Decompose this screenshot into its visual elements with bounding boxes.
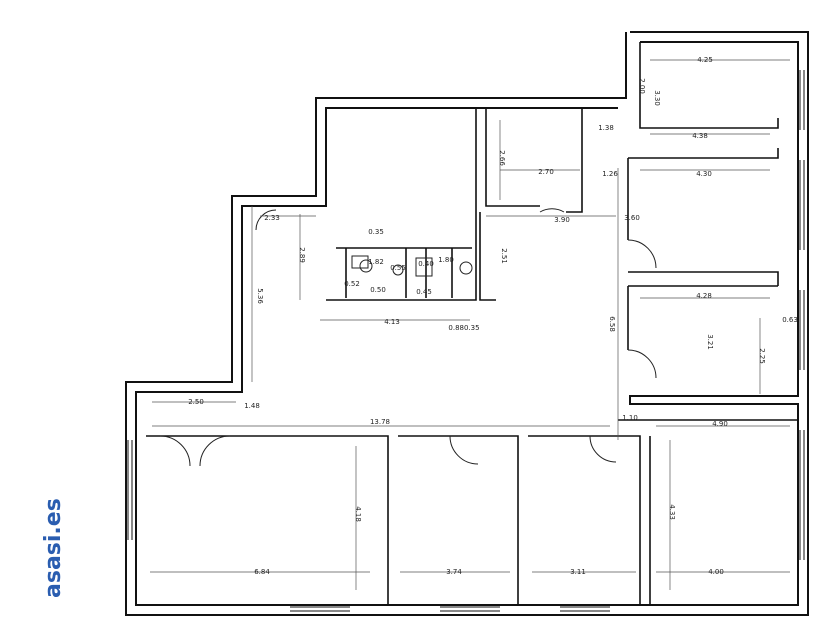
dimension-label: 1.10 (622, 414, 638, 422)
dimension-label: 4.13 (384, 318, 400, 326)
dimension-label: 2.89 (298, 247, 306, 263)
dimension-label: 6.58 (608, 316, 616, 332)
dimension-label: 4.38 (692, 132, 708, 140)
inner-wall (135, 41, 799, 606)
dimension-label: 13.78 (370, 418, 390, 426)
dimension-label: 3.90 (554, 216, 570, 224)
windows (127, 70, 805, 612)
outer-wall (125, 31, 809, 616)
dimension-label: 2.25 (758, 348, 766, 364)
dimension-label: 4.30 (696, 170, 712, 178)
dimension-label: 0.52 (344, 280, 360, 288)
dimension-label: 0.45 (416, 288, 432, 296)
dimension-label: 4.00 (708, 568, 724, 576)
dimension-label: 3.60 (624, 214, 640, 222)
dimension-label: 2.66 (498, 150, 506, 166)
dimension-label: 0.63 (782, 316, 798, 324)
dimension-label: 0.35 (368, 228, 384, 236)
dimension-label: 5.36 (256, 288, 264, 304)
dimension-label: 0.880.35 (448, 324, 479, 332)
dimension-label: 4.25 (697, 56, 713, 64)
dimension-label: 4.18 (354, 506, 362, 522)
dimension-label: 1.82 (368, 258, 384, 266)
dimension-label: 3.74 (446, 568, 462, 576)
dimension-label: 4.33 (668, 504, 676, 520)
dimension-label: 0.40 (418, 260, 434, 268)
dimension-label: 1.38 (598, 124, 614, 132)
dimension-label: 2.00 (638, 78, 646, 94)
fixtures (351, 255, 473, 277)
dimension-label: 1.80 (438, 256, 454, 264)
dimension-label: 6.84 (254, 568, 270, 576)
watermark-text: asasi.es (41, 498, 66, 598)
dimension-label: 2.50 (188, 398, 204, 406)
dimension-label: 4.28 (696, 292, 712, 300)
dimension-label: 0.55 (390, 264, 406, 272)
dimension-label: 0.50 (370, 286, 386, 294)
interior-walls (146, 42, 798, 605)
watermark: asasi.es (41, 498, 66, 598)
dimension-labels: 4.25 3.30 2.00 1.38 4.38 2.66 2.70 1.26 4.30 2.33… (188, 56, 798, 576)
dimension-label: 3.21 (706, 334, 714, 350)
dimension-label: 1.48 (244, 402, 260, 410)
dimension-label: 2.51 (500, 248, 508, 264)
dimension-label: 4.90 (712, 420, 728, 428)
dimension-label: 1.26 (602, 170, 618, 178)
dimension-label: 2.33 (264, 214, 280, 222)
dimension-label: 3.30 (653, 90, 661, 106)
exterior-walls (125, 31, 809, 616)
dimension-label: 2.70 (538, 168, 554, 176)
dimension-lines (150, 59, 790, 590)
dimension-label: 3.11 (570, 568, 586, 576)
